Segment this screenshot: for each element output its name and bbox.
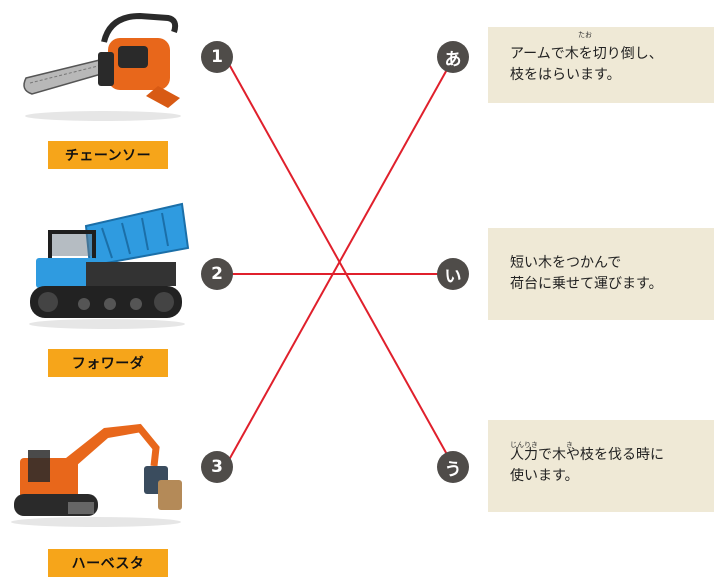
machine-label-2: フォワーダ bbox=[48, 349, 168, 377]
description-i-line-2: 荷台に乗せて運びます。 bbox=[510, 276, 663, 292]
description-card-i: 短い木をつかんで 荷台に乗せて運びます。 bbox=[488, 228, 714, 320]
number-badge-2: 2 bbox=[201, 258, 233, 290]
machine-label-3: ハーベスタ bbox=[48, 549, 168, 577]
harvester-image bbox=[11, 423, 182, 527]
description-card-u: 人力で木や枝を伐る時に 使います。 bbox=[488, 420, 714, 512]
description-a-line-2: 枝をはらいます。 bbox=[510, 67, 621, 83]
machine-label-1: チェーンソー bbox=[48, 141, 168, 169]
description-i-line-1: 短い木をつかんで bbox=[510, 255, 622, 271]
description-u-line-1: 人力で木や枝を伐る時に bbox=[510, 447, 664, 463]
marker-i: い bbox=[437, 258, 469, 290]
forwarder-image bbox=[29, 202, 190, 329]
marker-a: あ bbox=[437, 41, 469, 73]
description-u-line-2: 使います。 bbox=[510, 468, 579, 484]
chainsaw-image bbox=[23, 12, 181, 121]
match-line-3-a bbox=[224, 56, 455, 468]
description-card-a: アームで木を切り倒し、 枝をはらいます。 bbox=[488, 27, 714, 103]
number-badge-3: 3 bbox=[201, 451, 233, 483]
marker-u: う bbox=[437, 451, 469, 483]
ruby-a: たお bbox=[578, 31, 592, 39]
description-a-line-1: アームで木を切り倒し、 bbox=[510, 46, 663, 62]
ruby-u: じんりき き bbox=[510, 441, 573, 449]
number-badge-1: 1 bbox=[201, 41, 233, 73]
